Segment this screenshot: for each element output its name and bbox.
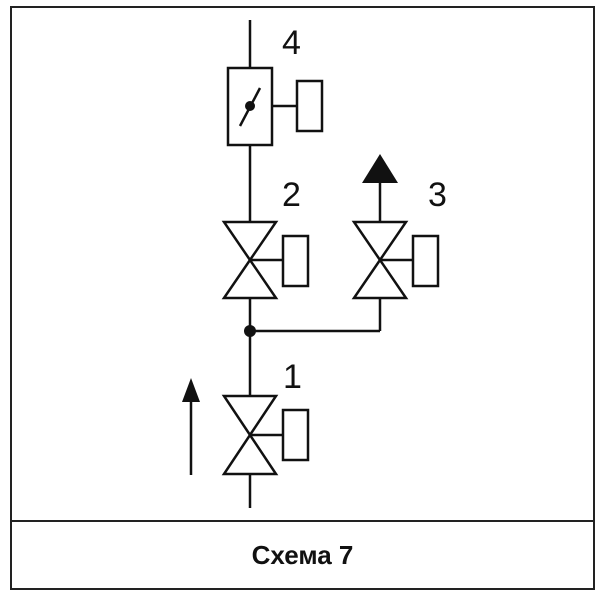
flow-arrow-icon xyxy=(182,378,200,402)
caption-divider xyxy=(10,520,595,522)
valve-1-lower-triangle xyxy=(221,432,279,476)
valve-3-lower-triangle xyxy=(351,257,409,300)
element-4-actuator xyxy=(295,79,324,133)
junction-dot xyxy=(244,325,256,337)
valve-1 xyxy=(221,394,310,476)
diagram-caption: Схема 7 xyxy=(251,539,354,570)
label-2: 2 xyxy=(282,176,301,214)
label-3: 3 xyxy=(428,176,447,214)
valve-3-actuator xyxy=(411,234,440,288)
label-4: 4 xyxy=(282,24,301,62)
element-4 xyxy=(226,66,324,147)
valve-2-upper-triangle xyxy=(221,220,279,263)
valve-3-upper-triangle xyxy=(351,220,409,263)
label-1: 1 xyxy=(283,358,302,396)
valve-1-upper-triangle xyxy=(221,394,279,438)
valve-2-lower-triangle xyxy=(221,257,279,300)
valve-2-actuator xyxy=(281,234,310,288)
valve-1-actuator xyxy=(281,408,310,462)
diagram-frame xyxy=(10,6,595,590)
element-4-pivot xyxy=(245,101,255,111)
outlet-arrow-icon xyxy=(362,154,398,183)
valve-3 xyxy=(351,220,440,300)
valve-2 xyxy=(221,220,310,300)
